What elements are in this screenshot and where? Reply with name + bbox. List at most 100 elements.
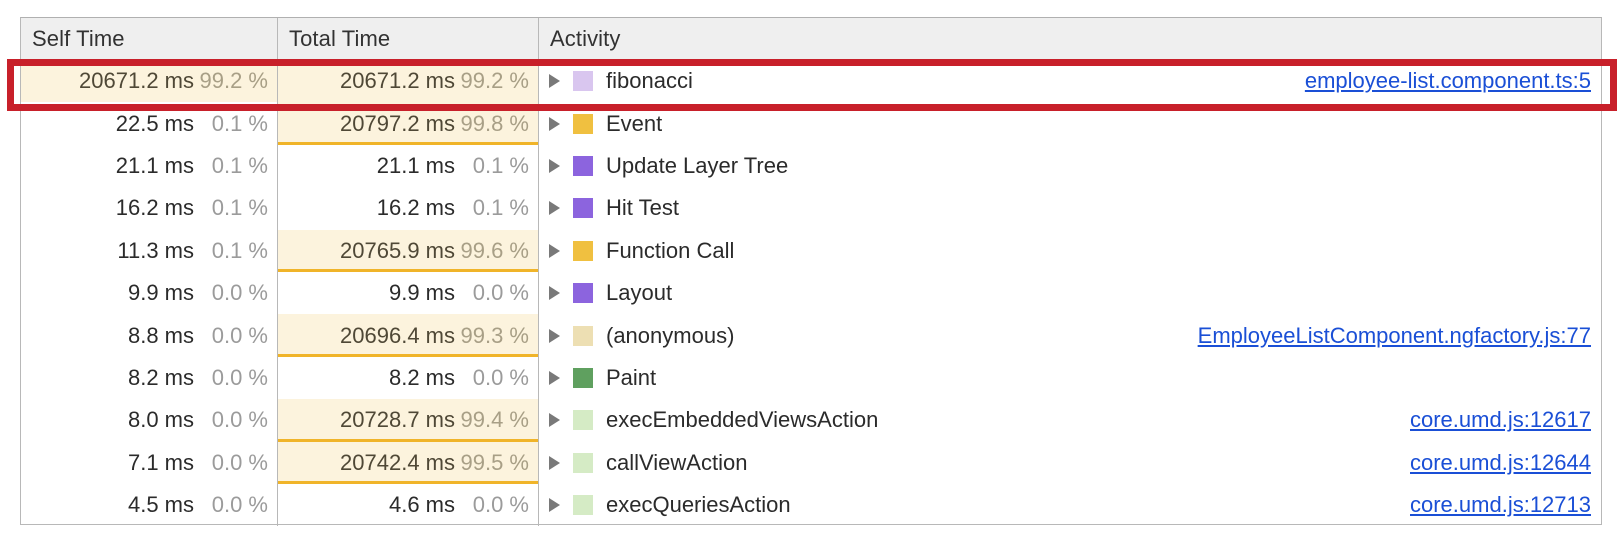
expand-triangle-icon[interactable] <box>549 286 560 301</box>
expand-triangle-icon[interactable] <box>549 328 560 343</box>
self-time-value: 8.0 ms <box>127 407 194 433</box>
swatch-paint <box>573 367 593 388</box>
cell-activity: Hit Test <box>539 187 1601 229</box>
swatch-event <box>573 113 593 134</box>
cell-self-time: 8.2 ms 0.0 % <box>21 356 278 400</box>
total-time-percent: 0.1 % <box>472 195 529 221</box>
total-time-percent: 0.0 % <box>472 280 529 306</box>
activity-label: callViewAction <box>606 449 748 475</box>
source-location-link[interactable]: core.umd.js:12617 <box>1410 407 1591 433</box>
column-header-self-time[interactable]: Self Time <box>21 18 278 59</box>
total-time-value: 9.9 ms <box>388 280 455 306</box>
self-time-value: 9.9 ms <box>127 280 194 306</box>
cell-self-time: 9.9 ms 0.0 % <box>21 271 278 315</box>
expand-triangle-icon[interactable] <box>549 201 560 216</box>
source-location-link[interactable]: core.umd.js:12644 <box>1410 449 1591 475</box>
self-time-value: 20671.2 ms <box>79 68 194 94</box>
performance-bottom-up-panel: Self Time Total Time Activity 20671.2 ms… <box>20 17 1602 527</box>
total-time-percent: 99.6 % <box>460 237 530 263</box>
self-time-value: 11.3 ms <box>117 237 194 263</box>
cell-activity: callViewAction core.umd.js:12644 <box>539 442 1601 484</box>
total-time-percent: 99.3 % <box>460 322 530 348</box>
activity-label: Function Call <box>606 237 735 263</box>
swatch-hit-test <box>573 198 593 219</box>
cell-activity: (anonymous) EmployeeListComponent.ngfacto… <box>539 314 1601 356</box>
cell-self-time: 16.2 ms 0.1 % <box>21 187 278 230</box>
expand-triangle-icon[interactable] <box>549 158 560 173</box>
expand-triangle-icon[interactable] <box>549 413 560 428</box>
cell-activity: Function Call <box>539 230 1601 272</box>
self-time-percent: 0.1 % <box>211 195 268 221</box>
expand-triangle-icon[interactable] <box>549 455 560 470</box>
activity-label: (anonymous) <box>606 322 735 348</box>
self-time-percent: 0.0 % <box>211 364 268 390</box>
self-time-value: 16.2 ms <box>115 195 194 221</box>
self-time-value: 4.5 ms <box>127 492 194 518</box>
cell-activity: execQueriesAction core.umd.js:12713 <box>539 484 1601 526</box>
activity-label: execEmbeddedViewsAction <box>606 407 879 433</box>
swatch-function-call <box>573 240 593 261</box>
expand-triangle-icon[interactable] <box>549 370 560 385</box>
cell-self-time: 11.3 ms 0.1 % <box>21 229 278 272</box>
activity-label: Paint <box>606 364 657 390</box>
self-time-percent: 0.0 % <box>211 280 268 306</box>
self-time-percent: 0.1 % <box>211 152 268 178</box>
column-header-activity[interactable]: Activity <box>539 18 1601 59</box>
activity-label: execQueriesAction <box>606 492 791 518</box>
expand-triangle-icon[interactable] <box>549 74 560 89</box>
total-time-bar <box>278 399 538 442</box>
total-time-value: 8.2 ms <box>388 364 455 390</box>
swatch-exec-queries-action <box>573 495 593 516</box>
cell-activity: Event <box>539 102 1601 144</box>
self-time-percent: 99.2 % <box>199 68 269 94</box>
self-time-value: 8.8 ms <box>127 322 194 348</box>
total-time-value: 21.1 ms <box>376 152 455 178</box>
total-time-value: 20765.9 ms <box>340 237 455 263</box>
source-location-link[interactable]: EmployeeListComponent.ngfactory.js:77 <box>1197 322 1591 348</box>
swatch-exec-embedded-views-action <box>573 410 593 431</box>
activity-label: Hit Test <box>606 195 679 221</box>
total-time-value: 20728.7 ms <box>340 407 455 433</box>
self-time-value: 7.1 ms <box>127 449 194 475</box>
source-location-link[interactable]: employee-list.component.ts:5 <box>1304 68 1591 94</box>
total-time-bar <box>278 314 538 357</box>
total-time-percent: 99.2 % <box>460 68 530 94</box>
total-time-percent: 0.0 % <box>472 492 529 518</box>
total-time-bar <box>278 229 538 272</box>
source-location-link[interactable]: core.umd.js:12713 <box>1410 492 1591 518</box>
total-time-percent: 99.5 % <box>460 449 530 475</box>
swatch-anonymous <box>573 325 593 346</box>
expand-triangle-icon[interactable] <box>549 243 560 258</box>
column-header-total-time[interactable]: Total Time <box>278 18 539 59</box>
self-time-value: 8.2 ms <box>127 364 194 390</box>
self-time-percent: 0.1 % <box>211 237 268 263</box>
expand-triangle-icon[interactable] <box>549 498 560 513</box>
total-time-bar <box>278 441 538 484</box>
expand-triangle-icon[interactable] <box>549 116 560 131</box>
